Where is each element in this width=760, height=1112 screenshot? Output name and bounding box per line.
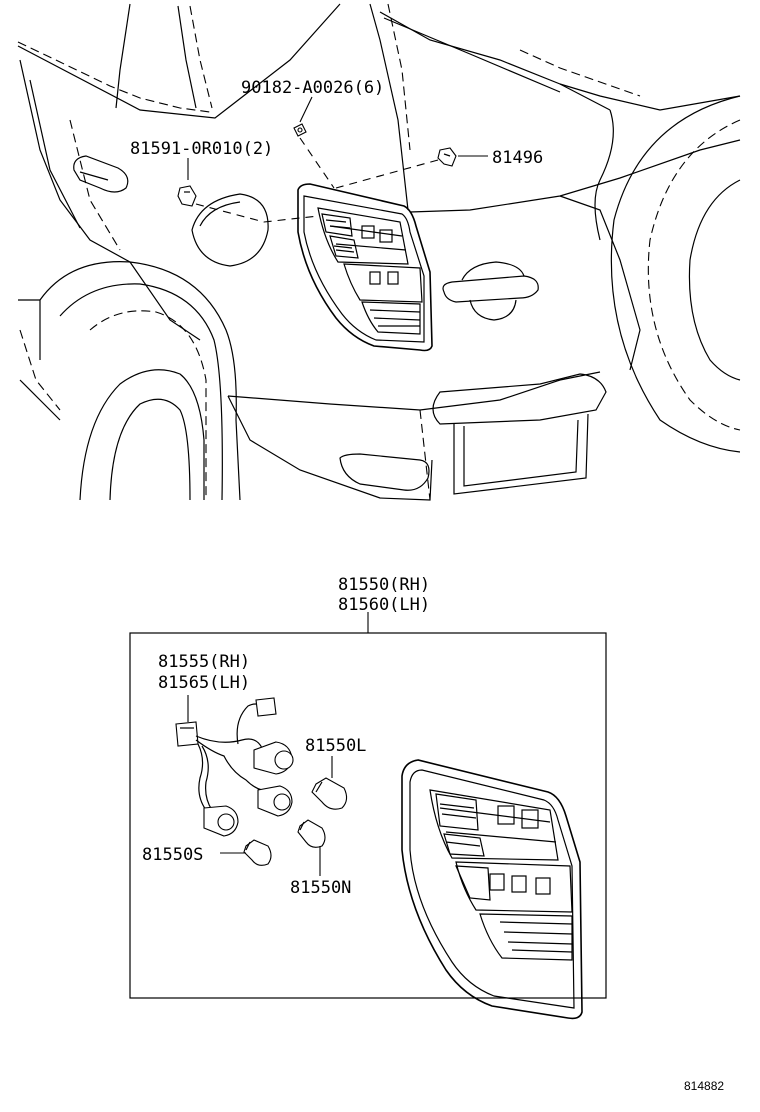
part-labels: 90182-A0026(6) 81591-0R010(2) 81496 8155… xyxy=(130,78,724,1093)
label-lamp-rh: 81550(RH) xyxy=(338,575,430,595)
clip-part xyxy=(177,185,197,207)
label-clip: 81591-0R010(2) xyxy=(130,139,273,159)
vehicle-rear-quarter-illustration xyxy=(17,3,741,501)
label-lamp-lh: 81560(LH) xyxy=(338,595,430,615)
label-socket-lh: 81565(LH) xyxy=(158,673,250,693)
tail-lamp-installed xyxy=(297,183,433,352)
socket-wire-harness xyxy=(175,697,294,837)
label-bulb-l: 81550L xyxy=(305,736,366,756)
label-bulb-s: 81550S xyxy=(142,845,203,865)
screw-part xyxy=(293,123,307,137)
label-bulb-n: 81550N xyxy=(290,878,351,898)
label-retainer: 81496 xyxy=(492,148,543,168)
label-screw: 90182-A0026(6) xyxy=(241,78,384,98)
bulb-81550N xyxy=(297,819,326,848)
tail-lamp-assembly xyxy=(401,759,583,1020)
label-drawing-number: 814882 xyxy=(684,1079,724,1093)
bulb-81550S xyxy=(243,839,272,866)
label-socket-rh: 81555(RH) xyxy=(158,652,250,672)
retainer-part xyxy=(437,147,457,167)
top-leader-lines xyxy=(187,96,488,223)
bulb-81550L xyxy=(311,777,348,810)
